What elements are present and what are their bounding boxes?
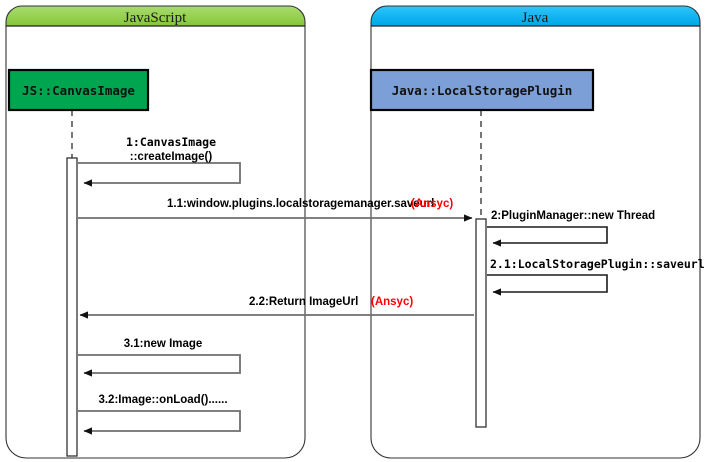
message-label-3-2-number: 3.2:Image::onLoad()...... — [98, 394, 227, 406]
message-label-1-number: 1:CanvasImage — [126, 135, 216, 149]
frame-java: Java — [370, 5, 701, 459]
participant-label-java-localstorageplugin: Java::LocalStoragePlugin — [392, 83, 573, 98]
message-label-1-1-number: 1.1:window.plugins.localstoragemanager.s… — [167, 198, 434, 210]
activation-bar-js — [66, 157, 78, 457]
participant-java-localstorageplugin[interactable]: Java::LocalStoragePlugin — [369, 68, 595, 112]
participant-js-canvasimage[interactable]: JS::CanvasImage — [7, 68, 150, 112]
message-3-1-new-image — [78, 354, 241, 377]
message-3-2-onload — [78, 410, 241, 435]
message-label-1-1-annotation: (Ansyc) — [411, 198, 453, 210]
message-2-1-saveurl — [487, 274, 608, 296]
message-2-new-thread — [487, 226, 608, 247]
message-label-2-number: 2:PluginManager::new Thread — [491, 210, 655, 222]
message-label-2-2-number: 2.2:Return ImageUrl — [249, 296, 358, 308]
message-label-2-2-annotation: (Ansyc) — [371, 296, 413, 308]
frame-javascript: JavaScript — [5, 5, 306, 459]
message-label-3-1-number: 3.1:new Image — [124, 338, 203, 350]
message-label-1-name: ::createImage() — [130, 151, 213, 163]
frame-title-java: Java — [522, 10, 549, 26]
activation-bar-java — [475, 218, 487, 428]
participant-label-js-canvasimage: JS::CanvasImage — [22, 83, 135, 98]
message-1-createimage — [78, 162, 241, 187]
message-label-2-1-number: 2.1:LocalStoragePlugin::saveurl — [490, 257, 705, 271]
frame-title-javascript: JavaScript — [124, 10, 187, 26]
